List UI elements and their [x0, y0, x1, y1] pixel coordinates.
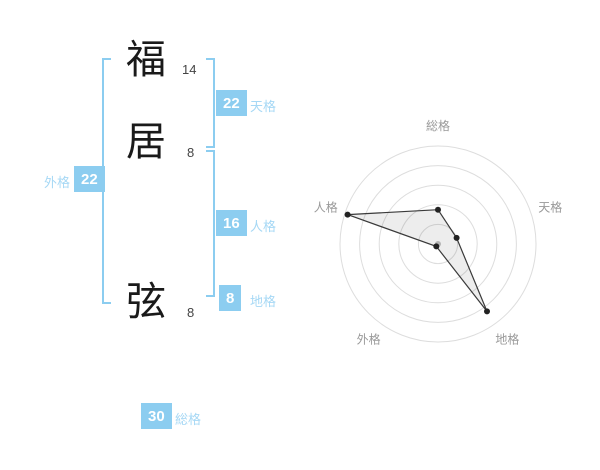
tenkaku-value-badge: 22 — [216, 90, 247, 116]
radar-grid-ring — [359, 165, 517, 323]
name-character-3: 弦 — [126, 279, 166, 324]
radar-data-point — [484, 308, 490, 315]
soukaku-value-badge: 30 — [141, 403, 172, 429]
chikaku-value-badge: 8 — [219, 285, 242, 311]
jinkaku-value-badge: 16 — [216, 210, 247, 236]
radar-axis-label: 天格 — [538, 200, 562, 215]
stroke-count-2: 8 — [187, 145, 195, 160]
soukaku-label: 総格 — [175, 412, 202, 427]
gaikaku-label: 外格 — [44, 175, 71, 190]
radar-axis-label: 総格 — [426, 118, 450, 133]
tenkaku-bracket — [206, 58, 215, 148]
radar-grid-ring — [339, 145, 537, 343]
jinkaku-label: 人格 — [250, 219, 277, 234]
stroke-count-3: 8 — [187, 305, 195, 320]
stroke-count-1: 14 — [182, 62, 197, 77]
radar-grid-ring — [378, 184, 498, 304]
radar-axis-label: 地格 — [495, 332, 519, 347]
gaikaku-value-badge: 22 — [74, 166, 105, 192]
radar-grid-ring — [398, 204, 478, 284]
name-character-1: 福 — [126, 37, 166, 82]
name-character-2: 居 — [126, 119, 166, 164]
radar-data-polygon — [347, 209, 488, 312]
tenkaku-label: 天格 — [250, 99, 277, 114]
radar-axis-label: 外格 — [357, 332, 381, 347]
chikaku-label: 地格 — [250, 294, 277, 309]
radar-axis-label: 人格 — [314, 200, 338, 215]
radar-data-point — [344, 211, 351, 218]
jinkaku-bracket — [206, 150, 215, 297]
radar-data-point — [453, 234, 460, 241]
radar-grid-ring — [417, 223, 459, 265]
radar-data-point — [435, 206, 441, 213]
radar-data-point — [433, 243, 440, 250]
